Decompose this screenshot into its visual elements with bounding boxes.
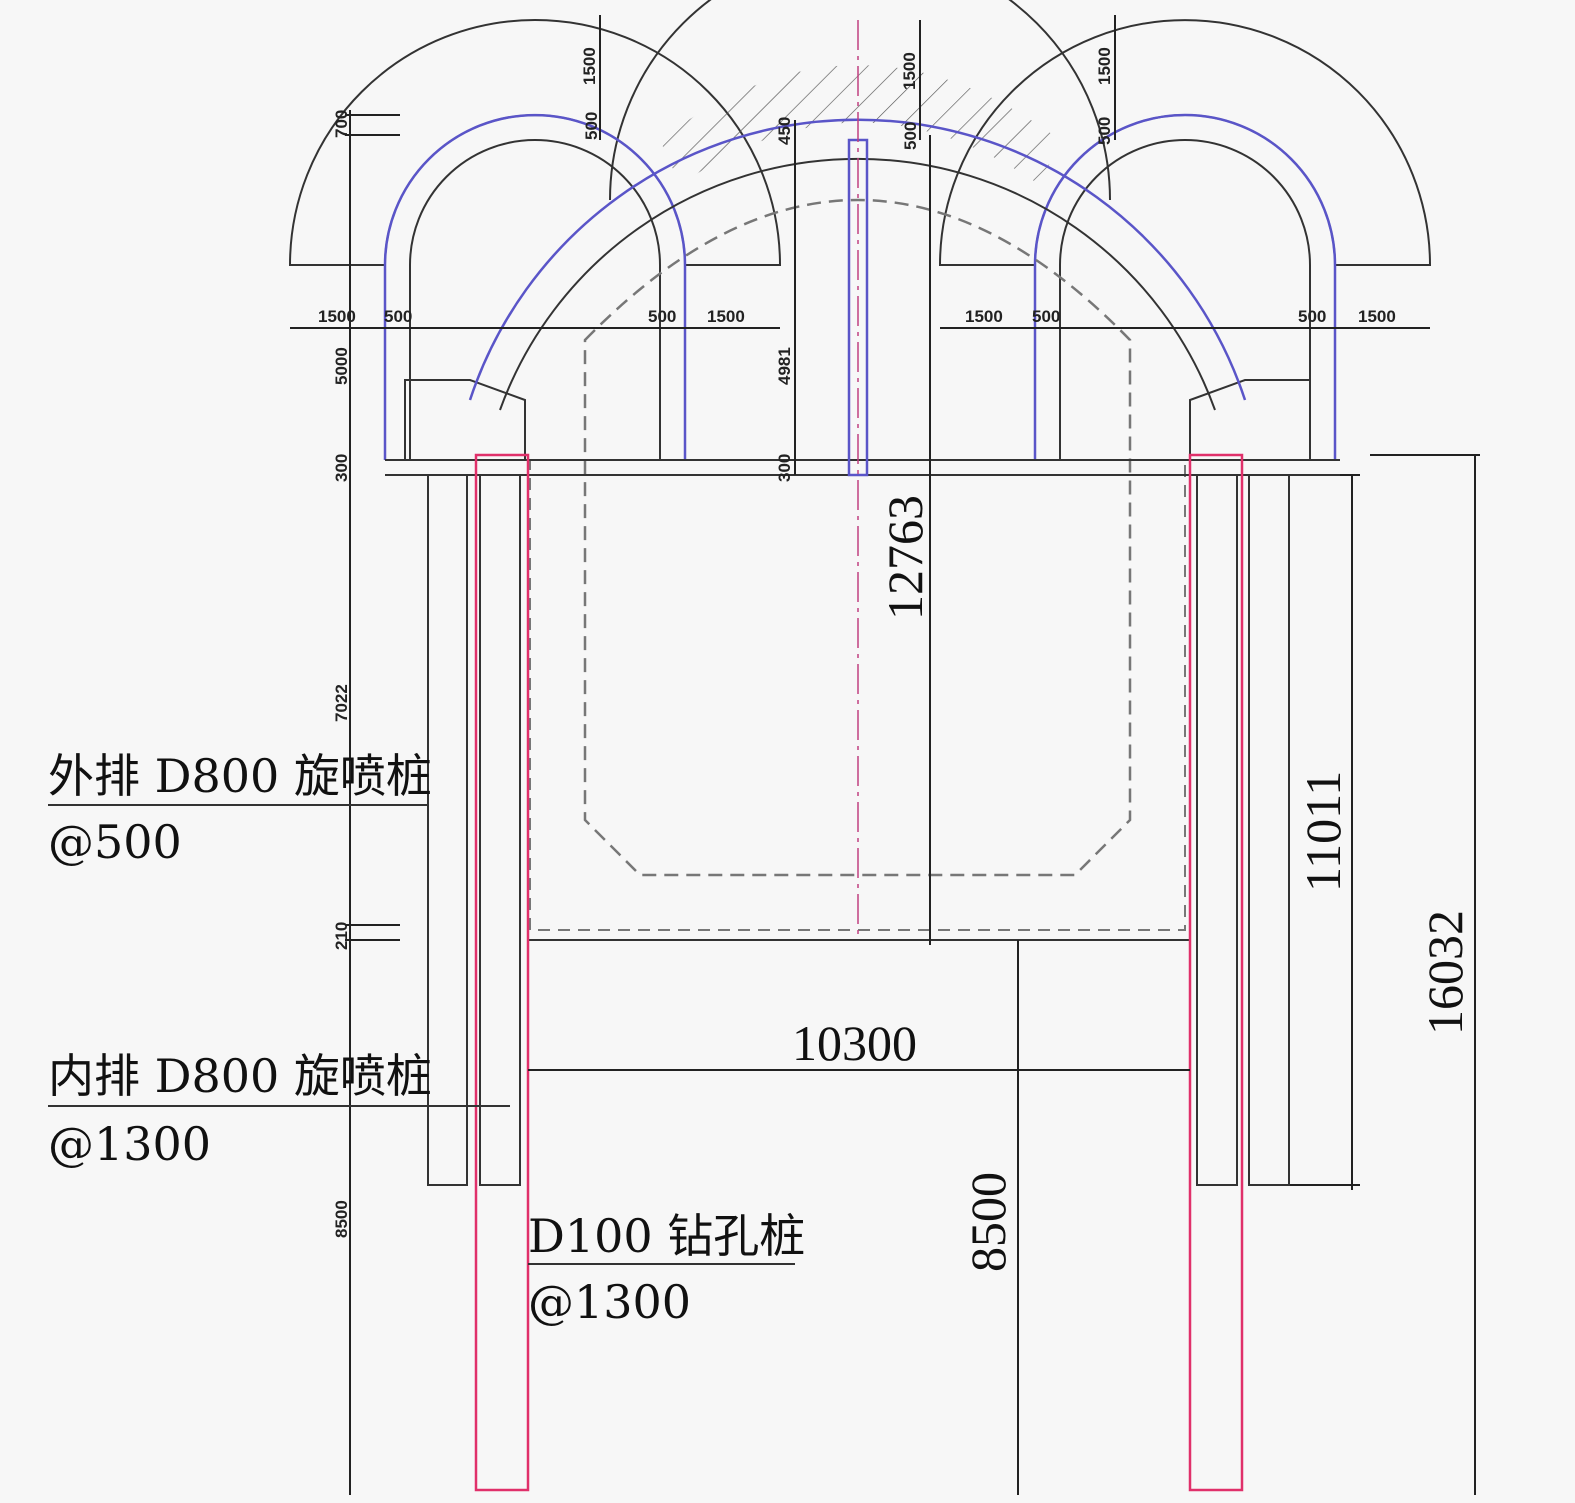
dim-500-left: 500: [582, 112, 601, 140]
dim-450: 450: [775, 117, 794, 145]
side-drift-linings: [383, 113, 1337, 460]
dim-7022: 7022: [332, 684, 351, 722]
inner-tunnel-outline: [583, 198, 1132, 877]
dim-8500-left: 8500: [332, 1200, 351, 1238]
bored-pile-spacing: @1300: [528, 1275, 691, 1329]
inner-jet-pile-spacing: @1300: [48, 1117, 211, 1171]
dimension-label: 500: [1298, 307, 1326, 326]
jet-grout-hatch-zones: [288, 0, 1432, 461]
dim-500-mid: 500: [901, 122, 920, 150]
dimension-label: 500: [384, 307, 412, 326]
pile-annotations: 外排 D800 旋喷桩 @500 内排 D800 旋喷桩 @1300 D100 …: [48, 749, 805, 1329]
dimension-label: 1500: [965, 307, 1003, 326]
outer-jet-pile-left: [427, 474, 468, 1186]
dim-overburden-mid: 1500: [900, 52, 919, 90]
dimension-lines: [290, 15, 1480, 1495]
outer-jet-pile-right: [1248, 474, 1290, 1186]
dim-overburden-right: 1500: [1095, 47, 1114, 85]
large-dimension-labels: 12763 10300 8500 11011 16032: [792, 495, 1473, 1272]
center-column: [847, 20, 869, 940]
dim-8500: 8500: [960, 1172, 1016, 1272]
bored-pile-right: [1188, 453, 1244, 1492]
dim-10300: 10300: [792, 1015, 917, 1071]
dim-300-left: 300: [332, 454, 351, 482]
dimension-label: 500: [648, 307, 676, 326]
dim-700: 700: [332, 110, 351, 138]
dim-210: 210: [332, 922, 351, 950]
dim-11011: 11011: [1295, 771, 1351, 892]
dimension-label: 1500: [318, 307, 356, 326]
outer-jet-pile-label: 外排 D800 旋喷桩: [48, 749, 432, 803]
inner-jet-pile-label: 内排 D800 旋喷桩: [48, 1049, 432, 1103]
dimension-label: 1500: [1358, 307, 1396, 326]
dim-5000: 5000: [332, 347, 351, 385]
dim-16032: 16032: [1417, 910, 1473, 1035]
dim-300-mid: 300: [775, 454, 794, 482]
inner-jet-pile-right: [1196, 474, 1238, 1186]
piles: [427, 453, 1290, 1492]
bored-pile-left: [474, 453, 530, 1492]
small-dimension-labels: 1500 1500 1500 700 500 450 500 500 1500 …: [318, 47, 1396, 1238]
dimension-label: 500: [1032, 307, 1060, 326]
inner-jet-pile-left: [479, 474, 521, 1186]
dim-overburden-left: 1500: [580, 47, 599, 85]
dim-500-right: 500: [1095, 117, 1114, 145]
dim-12763: 12763: [877, 495, 933, 620]
dimension-label: 1500: [707, 307, 745, 326]
bored-pile-label: D100 钻孔桩: [528, 1209, 805, 1263]
dim-4981: 4981: [775, 347, 794, 385]
outer-jet-pile-spacing: @500: [48, 815, 182, 869]
